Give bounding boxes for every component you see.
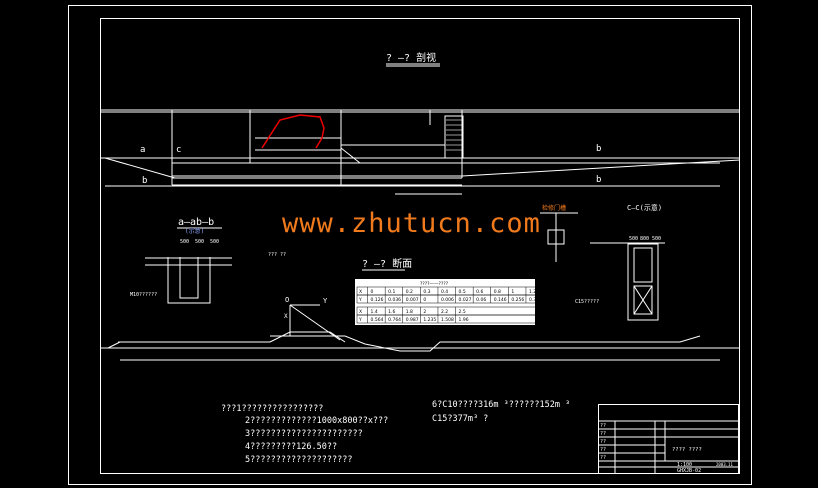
inner-frame: [100, 18, 740, 474]
gate-slot-title: 检修门槽: [542, 204, 566, 212]
c15-label: C15?????: [575, 299, 599, 305]
x2-cell: 1.6: [388, 309, 395, 315]
origin-label: O: [285, 296, 289, 304]
tb-label-1: ??: [600, 423, 606, 429]
outer-border: [68, 5, 752, 485]
x2-header: X: [359, 309, 362, 315]
y2-cell: 1.235: [423, 317, 436, 323]
watermark: www.zhutucn.com: [282, 208, 541, 239]
note-4: 4?????????126.50??: [245, 442, 338, 452]
cross-section: ? —? 断面 O Y X: [100, 257, 740, 361]
x2-cell: 2.5: [459, 309, 466, 315]
y2-header: Y: [358, 317, 362, 323]
section-mark-b2: b: [596, 144, 601, 154]
y1-row: [356, 294, 537, 304]
x1-cell: 1.2: [529, 289, 536, 295]
x1-cell: 0.8: [494, 289, 501, 295]
y2-cell: 0.987: [406, 317, 419, 323]
cc-dim-1: 500: [629, 236, 638, 242]
x1-cell: 0.1: [388, 289, 395, 295]
note-2: 2?????????????1000x800??x???: [245, 416, 389, 426]
y1-cell: 0.006: [441, 297, 454, 303]
section-mark-c: c: [176, 145, 181, 155]
section-cc: C—C(示意) C15????? 500 800 500: [575, 203, 665, 321]
gate-slot-detail: 检修门槽: [540, 204, 578, 262]
section-ab-title: a—ab—b: [178, 217, 214, 228]
y2-cell: 1.96: [459, 317, 469, 323]
x1-cell: 0: [371, 289, 374, 295]
section-ab-subtitle: (示意): [185, 227, 204, 235]
y1-cell: 0.036: [388, 297, 401, 303]
section-ab: a—ab—b (示意) 500 500 500 M10?????? ??? ??: [130, 217, 286, 304]
y1-cell: 0.126: [371, 297, 384, 303]
note-1: ???1????????????????: [221, 404, 324, 414]
drawing-number: GHXJB-02: [677, 468, 701, 474]
tb-label-4: ??: [600, 447, 606, 453]
drawing-scale: 1:100: [677, 462, 692, 468]
cc-dim-3: 500: [652, 236, 661, 242]
section-mark-b: b: [142, 176, 147, 186]
y2-row: [356, 314, 537, 324]
y-axis-label: Y: [323, 297, 328, 305]
y2-cell: 0.764: [388, 317, 401, 323]
tb-label-2: ??: [600, 431, 606, 437]
y1-header: Y: [358, 297, 362, 303]
elev-label: ??? ??: [268, 252, 286, 258]
section-cc-title: C—C(示意): [627, 203, 662, 212]
coordinate-table: ????——???? X 0 0.1 0.2 0.3 0.4 0.5 0.6 0.8 1 1.2Y 0…: [355, 279, 542, 325]
tb-label-3: ??: [600, 439, 606, 445]
x1-cell: 0.3: [423, 289, 430, 295]
cc-dim-2: 800: [640, 236, 649, 242]
y1-cell: 0.007: [406, 297, 419, 303]
y1-cell: 0.146: [494, 297, 507, 303]
drawing-date: 2003.11: [716, 462, 733, 467]
title-block: ?? ?? ?? ?? ?? ???? ???? 1:100 2003.11 G…: [598, 404, 739, 474]
y1-cell: 0.027: [459, 297, 472, 303]
x1-cell: 0.2: [406, 289, 413, 295]
note-5: 5????????????????????: [245, 455, 353, 465]
m10-label: M10??????: [130, 292, 157, 298]
x2-cell: 2: [423, 309, 426, 315]
note-7: C15?377m³ ?: [432, 414, 489, 424]
x2-cell: 1.8: [406, 309, 413, 315]
x2-cell: 2.2: [441, 309, 448, 315]
note-3: 3??????????????????????: [245, 429, 363, 439]
dim-3: 500: [210, 239, 219, 245]
y2-cell: 1.508: [441, 317, 454, 323]
x-axis-label: X: [284, 313, 288, 320]
y1-cell: 0: [423, 297, 426, 303]
x1-header: X: [359, 289, 362, 295]
longitudinal-title: ? —? 剖视: [386, 51, 436, 64]
red-arc-markup: [261, 114, 325, 149]
x2-cell: 1.4: [371, 309, 378, 315]
x1-cell: 0.5: [459, 289, 466, 295]
tb-label-5: ??: [600, 455, 606, 461]
y2-cell: 0.564: [371, 317, 384, 323]
note-6: 6?C10????316m ³??????152m ³: [432, 400, 571, 410]
x1-cell: 0.6: [476, 289, 483, 295]
section-mark-b3: b: [596, 175, 601, 185]
section-mark-a: a: [140, 145, 145, 155]
x1-cell: 1: [511, 289, 514, 295]
y1-cell: 0.394: [529, 297, 542, 303]
table-title: ????——????: [420, 281, 449, 287]
drawing-name: ???? ????: [672, 447, 702, 453]
cross-section-title: ? —? 断面: [362, 257, 412, 270]
x1-cell: 0.4: [441, 289, 448, 295]
longitudinal-section: ? —? 剖视 a b c b b: [100, 51, 741, 195]
dim-1: 500: [180, 239, 189, 245]
y1-cell: 0.256: [511, 297, 524, 303]
dim-2: 500: [195, 239, 204, 245]
y1-cell: 0.06: [476, 297, 486, 303]
